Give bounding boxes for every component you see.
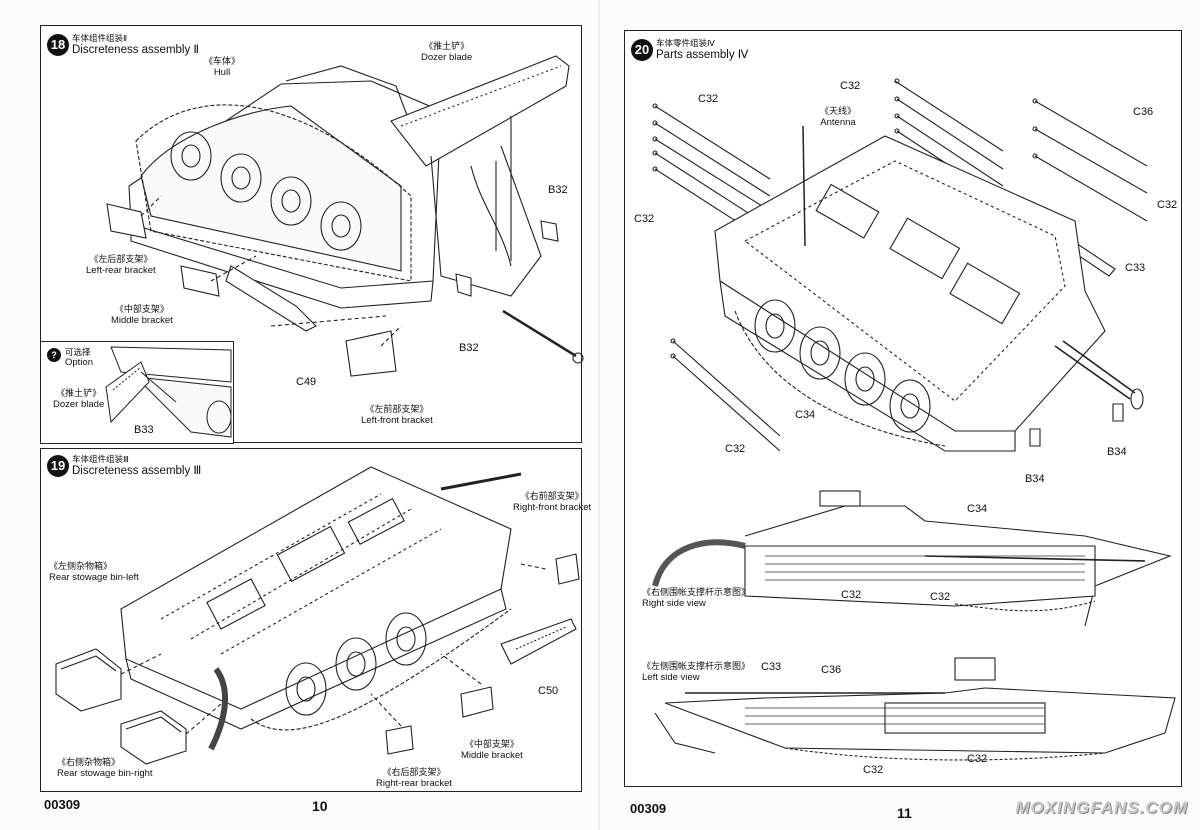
part-c32-topmid: C32 [840,80,861,92]
part-c50: C50 [538,685,559,697]
step20-hull-drawing [652,78,1148,452]
option-icon: ? [47,348,61,362]
step19-number: 19 [47,455,69,477]
left-page: 18 车体组件组装Ⅱ Discreteness assembly Ⅱ [40,25,592,814]
left-front-bracket-label: 《左前部支架》 Left-front bracket [361,404,433,426]
option-en: Option [65,357,93,368]
part-c32-rightview-b: C32 [930,591,951,603]
right-side-view-drawing [652,490,1172,627]
hull-label: 《车体》 Hull [204,56,241,78]
step20-title-cn: 车体零件组装Ⅳ [656,38,715,48]
part-b32-right: B32 [548,184,568,196]
watermark-logo: MOXINGFANS.COM [1015,798,1188,817]
footer-code-left: 00309 [44,797,81,812]
part-b34-bottom: B34 [1025,473,1045,485]
part-c32-right: C32 [1157,199,1178,211]
right-front-bracket-label: 《右前部支架》 Right-front bracket [513,491,592,513]
step19-title-en: Discreteness assembly Ⅲ [72,465,202,477]
footer-code-right: 00309 [630,801,667,816]
part-b34-right: B34 [1107,446,1127,458]
step18-title-cn: 车体组件组装Ⅱ [72,33,128,43]
middle-bracket-label-19: 《中部支架》 Middle bracket [461,739,523,761]
option-drawing [105,346,232,438]
part-c33: C33 [1125,262,1146,274]
step19-hull-drawing [55,466,580,765]
bin-left-label: 《左侧杂物箱》 Rear stowage bin-left [49,561,139,583]
step18-hull-drawing [106,55,584,377]
right-rear-bracket-label: 《右后部支架》 Right-rear bracket [376,767,453,789]
left-rear-bracket-label: 《左后部支架》 Left-rear bracket [86,254,156,276]
part-c34-rightview: C34 [967,503,988,515]
step19-title-cn: 车体组件组装Ⅲ [72,454,129,464]
antenna-label: 《天线》 Antenna [820,106,857,128]
part-c36: C36 [1133,106,1154,118]
right-side-view-label: 《右侧围帐支撑杆示意图》 Right side view [642,587,751,609]
page-number-left: 10 [312,798,328,814]
part-c32-leftview-a: C32 [863,764,884,776]
part-c32-topleft: C32 [698,93,719,105]
step18-title-en: Discreteness assembly Ⅱ [72,44,200,56]
step18-number: 18 [47,34,69,56]
part-c49: C49 [296,376,317,388]
step18-panel: 18 车体组件组装Ⅱ Discreteness assembly Ⅱ [40,25,584,444]
part-c36-leftview: C36 [821,664,842,676]
step20-panel: 20 车体零件组装Ⅳ Parts assembly Ⅳ [624,30,1182,787]
part-c32-left: C32 [634,213,655,225]
bin-right-label: 《右侧杂物箱》 Rear stowage bin-right [57,757,153,779]
step20-title-en: Parts assembly Ⅳ [656,49,749,61]
left-side-view-label: 《左侧围帐支撑杆示意图》 Left side view [642,661,751,683]
step20-number: 20 [631,39,653,61]
option-box: ? 可选择 Option 《推土铲》 Dozer blade B33 [40,341,234,444]
part-c32-leftview-b: C32 [967,753,988,765]
part-c33-leftview: C33 [761,661,782,673]
part-c32-rightview-a: C32 [841,589,862,601]
part-b32-bottom: B32 [459,342,479,354]
right-page: 20 车体零件组装Ⅳ Parts assembly Ⅳ [600,0,1200,830]
part-b33: B33 [134,424,154,436]
option-dozer-label: 《推土铲》 Dozer blade [53,388,105,410]
option-cn: 可选择 [65,347,91,357]
dozer-blade-label: 《推土铲》 Dozer blade [421,41,473,63]
left-side-view-drawing [654,657,1176,761]
part-c32-bottom: C32 [725,443,746,455]
middle-bracket-label: 《中部支架》 Middle bracket [111,304,173,326]
page-number-right: 11 [897,805,912,821]
part-c34: C34 [795,409,816,421]
step19-panel: 19 车体组件组装Ⅲ Discreteness assembly Ⅲ [40,448,591,792]
